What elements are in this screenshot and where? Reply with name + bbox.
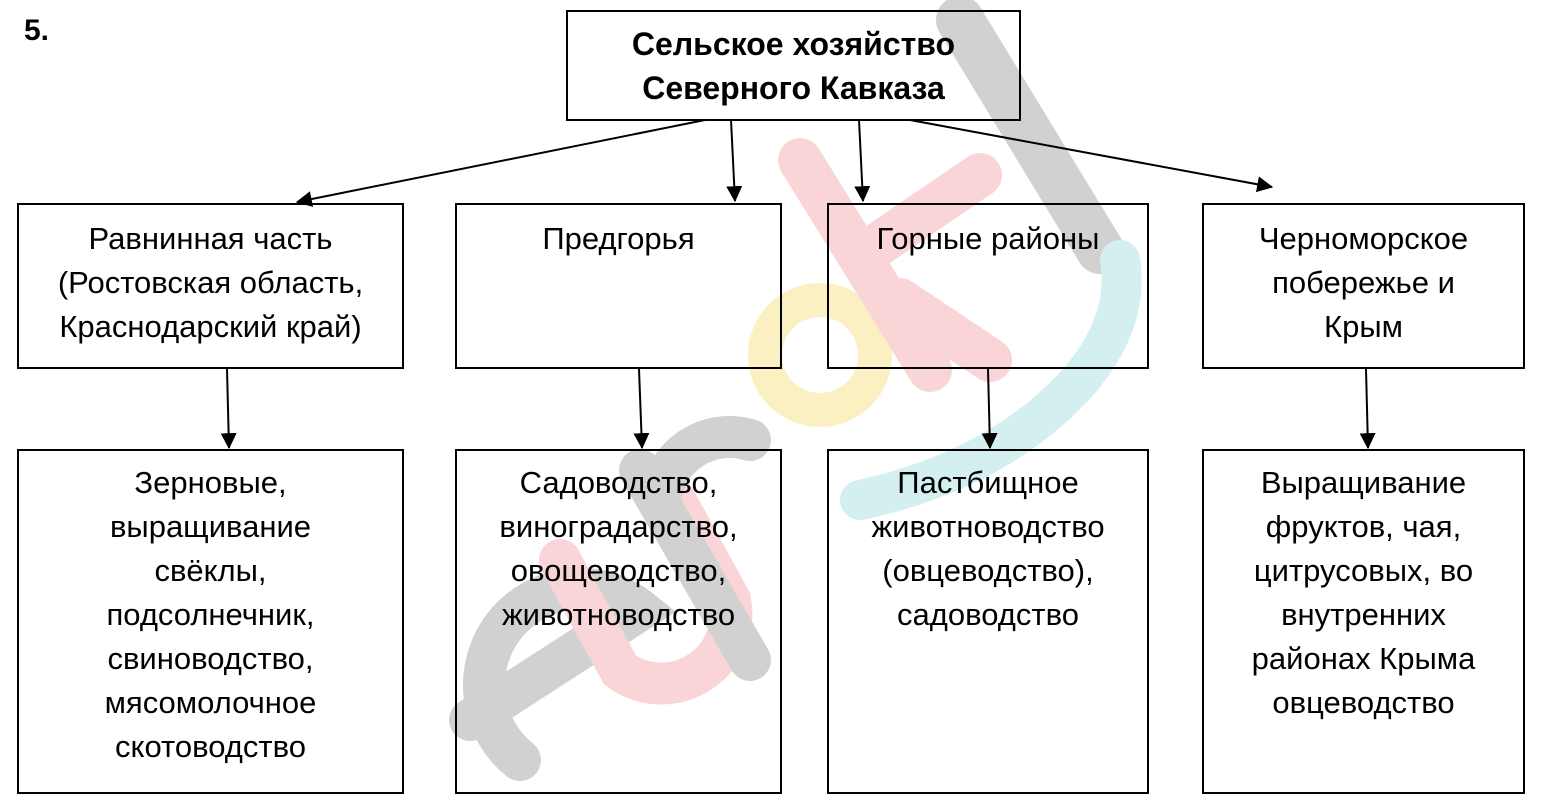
- detail-line: виноградарство,: [499, 509, 738, 544]
- detail-line: свиноводство,: [107, 641, 314, 676]
- detail-box-plains: Зерновые, выращивание свёклы, подсолнечн…: [17, 449, 404, 794]
- arrow-root-to-foothills: [726, 119, 743, 203]
- detail-box-mountains: Пастбищное животноводство (овцеводство),…: [827, 449, 1149, 794]
- region-box-foothills: Предгорья: [455, 203, 782, 369]
- region-title-line: Горные районы: [876, 221, 1100, 256]
- detail-line: скотоводство: [115, 729, 306, 764]
- region-box-mountains: Горные районы: [827, 203, 1149, 369]
- region-title-line: Черноморское: [1258, 221, 1469, 256]
- detail-line: (овцеводство),: [882, 553, 1094, 588]
- arrow-plains-to-details: [220, 368, 237, 450]
- region-title-line: Крым: [1324, 309, 1403, 344]
- detail-line: животноводство: [871, 509, 1105, 544]
- arrow-root-to-mountains: [854, 119, 871, 203]
- task-number: 5.: [24, 14, 50, 47]
- detail-box-blacksea-crimea: Выращивание фруктов, чая, цитрусовых, во…: [1202, 449, 1525, 794]
- detail-line: мясомолочное: [104, 685, 317, 720]
- detail-line: фруктов, чая,: [1265, 509, 1462, 544]
- arrow-blacksea-to-details: [1359, 368, 1376, 450]
- detail-line: Зерновые,: [134, 465, 287, 500]
- detail-line: районах Крыма: [1251, 641, 1476, 676]
- region-title-line: Равнинная часть: [88, 221, 333, 256]
- detail-line: овцеводство: [1272, 685, 1455, 720]
- root-line: Сельское хозяйство: [631, 26, 956, 62]
- detail-line: Пастбищное: [897, 465, 1079, 500]
- detail-line: выращивание: [109, 509, 312, 544]
- region-title-line: Предгорья: [542, 221, 695, 256]
- detail-line: свёклы,: [154, 553, 267, 588]
- detail-box-foothills: Садоводство, виноградарство, овощеводств…: [455, 449, 782, 794]
- arrow-root-to-blacksea: [909, 119, 1274, 193]
- root-line: Северного Кавказа: [642, 70, 945, 106]
- region-title-line: побережье и: [1272, 265, 1455, 300]
- detail-line: подсолнечник,: [106, 597, 315, 632]
- region-box-plains: Равнинная часть (Ростовская область, Кра…: [17, 203, 404, 369]
- arrow-root-to-plains: [295, 119, 706, 207]
- detail-line: животноводство: [501, 597, 736, 632]
- region-title-line: (Ростовская область,: [57, 265, 364, 300]
- detail-line: внутренних: [1281, 597, 1446, 632]
- root-box-agriculture: Сельское хозяйство Северного Кавказа: [566, 10, 1021, 121]
- detail-line: Выращивание: [1260, 465, 1467, 500]
- detail-line: Садоводство,: [519, 465, 718, 500]
- arrow-mountains-to-details: [981, 368, 998, 450]
- detail-line: цитрусовых, во: [1253, 553, 1474, 588]
- region-title-line: Краснодарский край): [59, 309, 362, 344]
- arrow-foothills-to-details: [633, 368, 650, 450]
- detail-line: садоводство: [897, 597, 1079, 632]
- region-box-blacksea-crimea: Черноморское побережье и Крым: [1202, 203, 1525, 369]
- detail-line: овощеводство,: [510, 553, 727, 588]
